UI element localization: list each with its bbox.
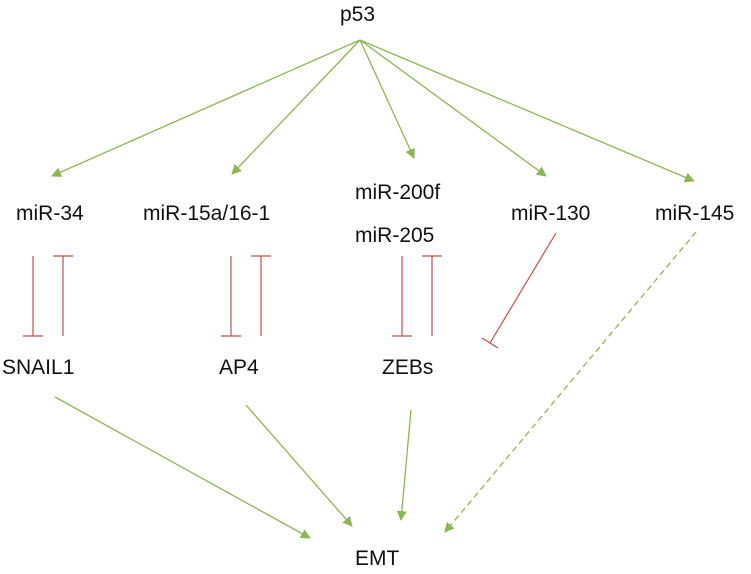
edge-p53-to-mir34 bbox=[51, 39, 361, 177]
edge-zebs-to-emt bbox=[396, 409, 412, 521]
edge-p53-to-mir130 bbox=[359, 39, 547, 177]
node-mir-145: miR-145 bbox=[655, 202, 735, 225]
edge-mir145-to-emt bbox=[444, 231, 697, 533]
node-mir-34: miR-34 bbox=[16, 202, 84, 225]
edge-ap4-to-emt bbox=[245, 404, 353, 527]
edge-snail1-to-emt bbox=[54, 396, 311, 539]
node-mir-205: miR-205 bbox=[355, 224, 435, 247]
node-mir-15a-16-1: miR-15a/16-1 bbox=[143, 202, 271, 225]
node-emt: EMT bbox=[355, 547, 400, 570]
inhibit-mir130-to-zebs-bar bbox=[481, 337, 499, 349]
node-ap4: AP4 bbox=[219, 356, 259, 379]
inhibit-mir130-to-zebs bbox=[489, 232, 557, 344]
node-mir-200f: miR-200f bbox=[355, 181, 441, 204]
node-snail1: SNAIL1 bbox=[2, 356, 75, 379]
node-mir-130: miR-130 bbox=[511, 202, 591, 225]
edge-p53-to-mir145 bbox=[359, 39, 695, 183]
node-p53: p53 bbox=[340, 3, 376, 26]
edge-p53-to-mir15 bbox=[231, 39, 361, 175]
node-zebs: ZEBs bbox=[382, 356, 434, 379]
edge-p53-to-mir200 bbox=[359, 39, 415, 159]
